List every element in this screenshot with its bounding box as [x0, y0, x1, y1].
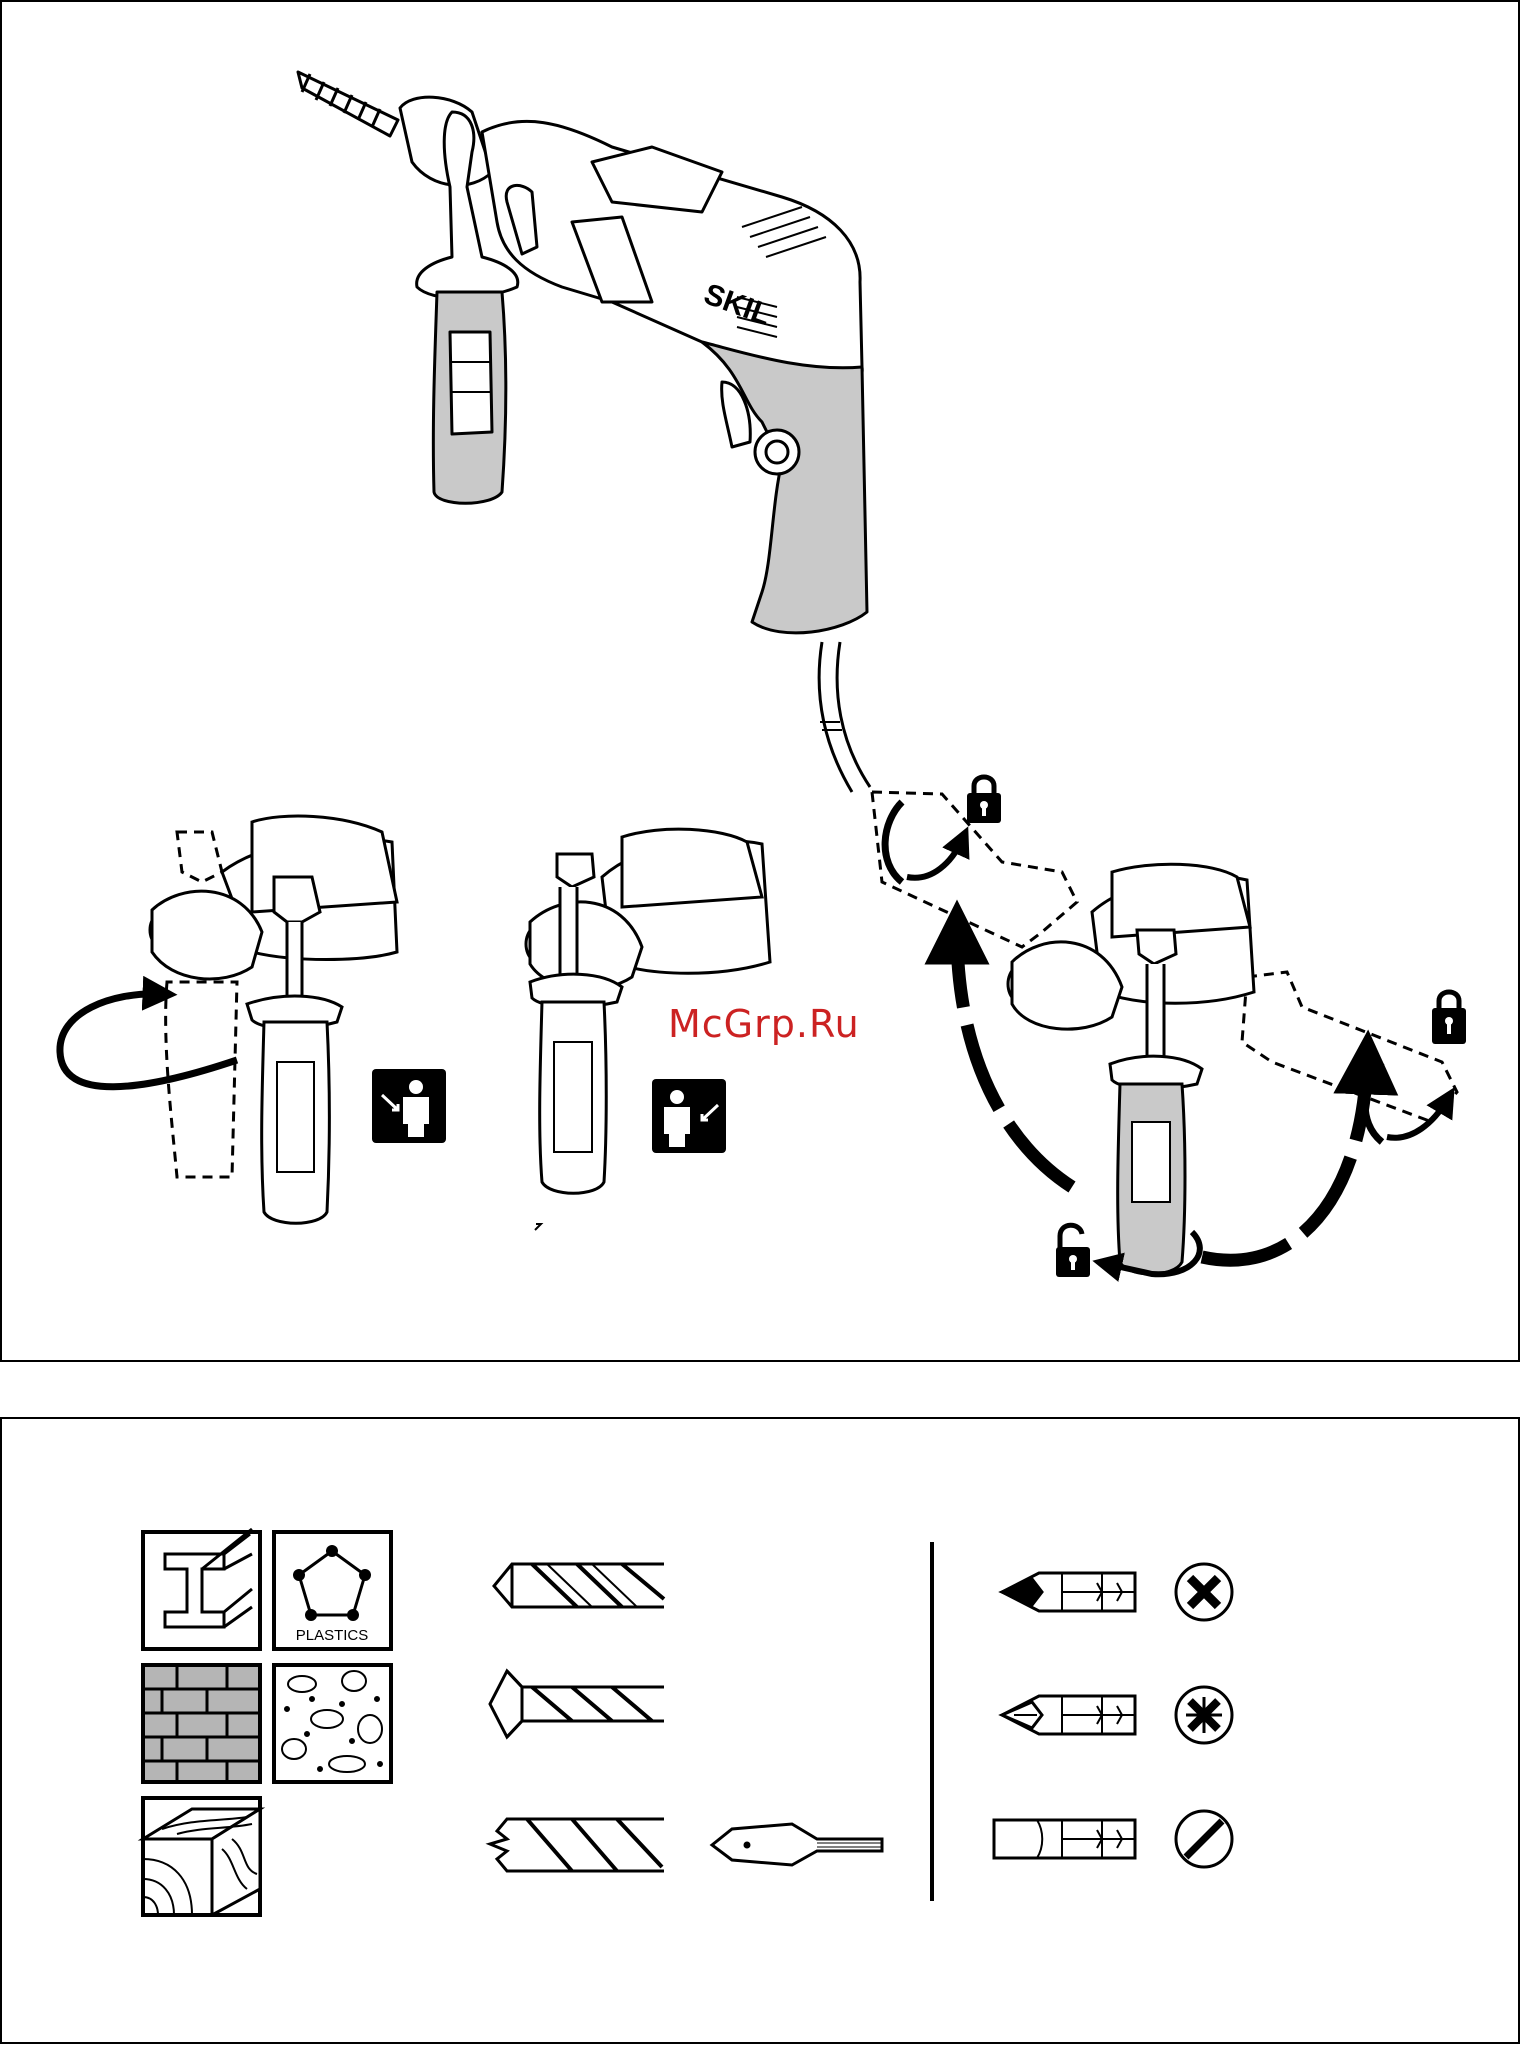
slotted-head-icon — [1176, 1811, 1232, 1867]
slotted-bit-icon — [994, 1820, 1135, 1858]
lock-open-icon — [1056, 1225, 1090, 1277]
wood-material-icon — [143, 1798, 260, 1915]
phillips-head-icon — [1176, 1564, 1232, 1620]
lock-closed-icon — [1432, 992, 1466, 1044]
drill-main-illustration: SKIL — [298, 72, 870, 792]
person-arrow-right-icon — [372, 1069, 446, 1143]
watermark-text: McGrp.Ru — [668, 1002, 860, 1046]
metal-material-icon — [143, 1529, 260, 1649]
handle-angle-illustration — [872, 792, 1457, 1274]
lock-closed-icon — [967, 777, 1001, 823]
concrete-material-icon — [274, 1665, 391, 1782]
wood-drill-bit-icon — [490, 1819, 664, 1871]
plastics-material-icon: PLASTICS — [274, 1532, 391, 1649]
application-symbols: PLASTICS — [2, 1419, 1520, 2046]
application-table-panel: PLASTICS — [0, 1417, 1520, 2044]
metal-drill-bit-icon — [494, 1564, 664, 1607]
handle-rotation-illustration — [60, 816, 397, 1223]
phillips-bit-icon — [1002, 1573, 1135, 1611]
pozidriv-head-icon — [1176, 1687, 1232, 1743]
brick-material-icon — [143, 1665, 260, 1782]
pozidriv-bit-icon — [1002, 1696, 1135, 1734]
drill-bit-icon — [298, 72, 398, 136]
assembly-illustration-panel: SKIL — [0, 0, 1520, 1362]
assembly-illustrations: SKIL — [2, 2, 1520, 1364]
person-arrow-left-icon — [652, 1079, 726, 1153]
masonry-drill-bit-icon — [490, 1671, 664, 1737]
plastics-label: PLASTICS — [296, 1627, 369, 1644]
spade-bit-icon — [712, 1824, 882, 1865]
